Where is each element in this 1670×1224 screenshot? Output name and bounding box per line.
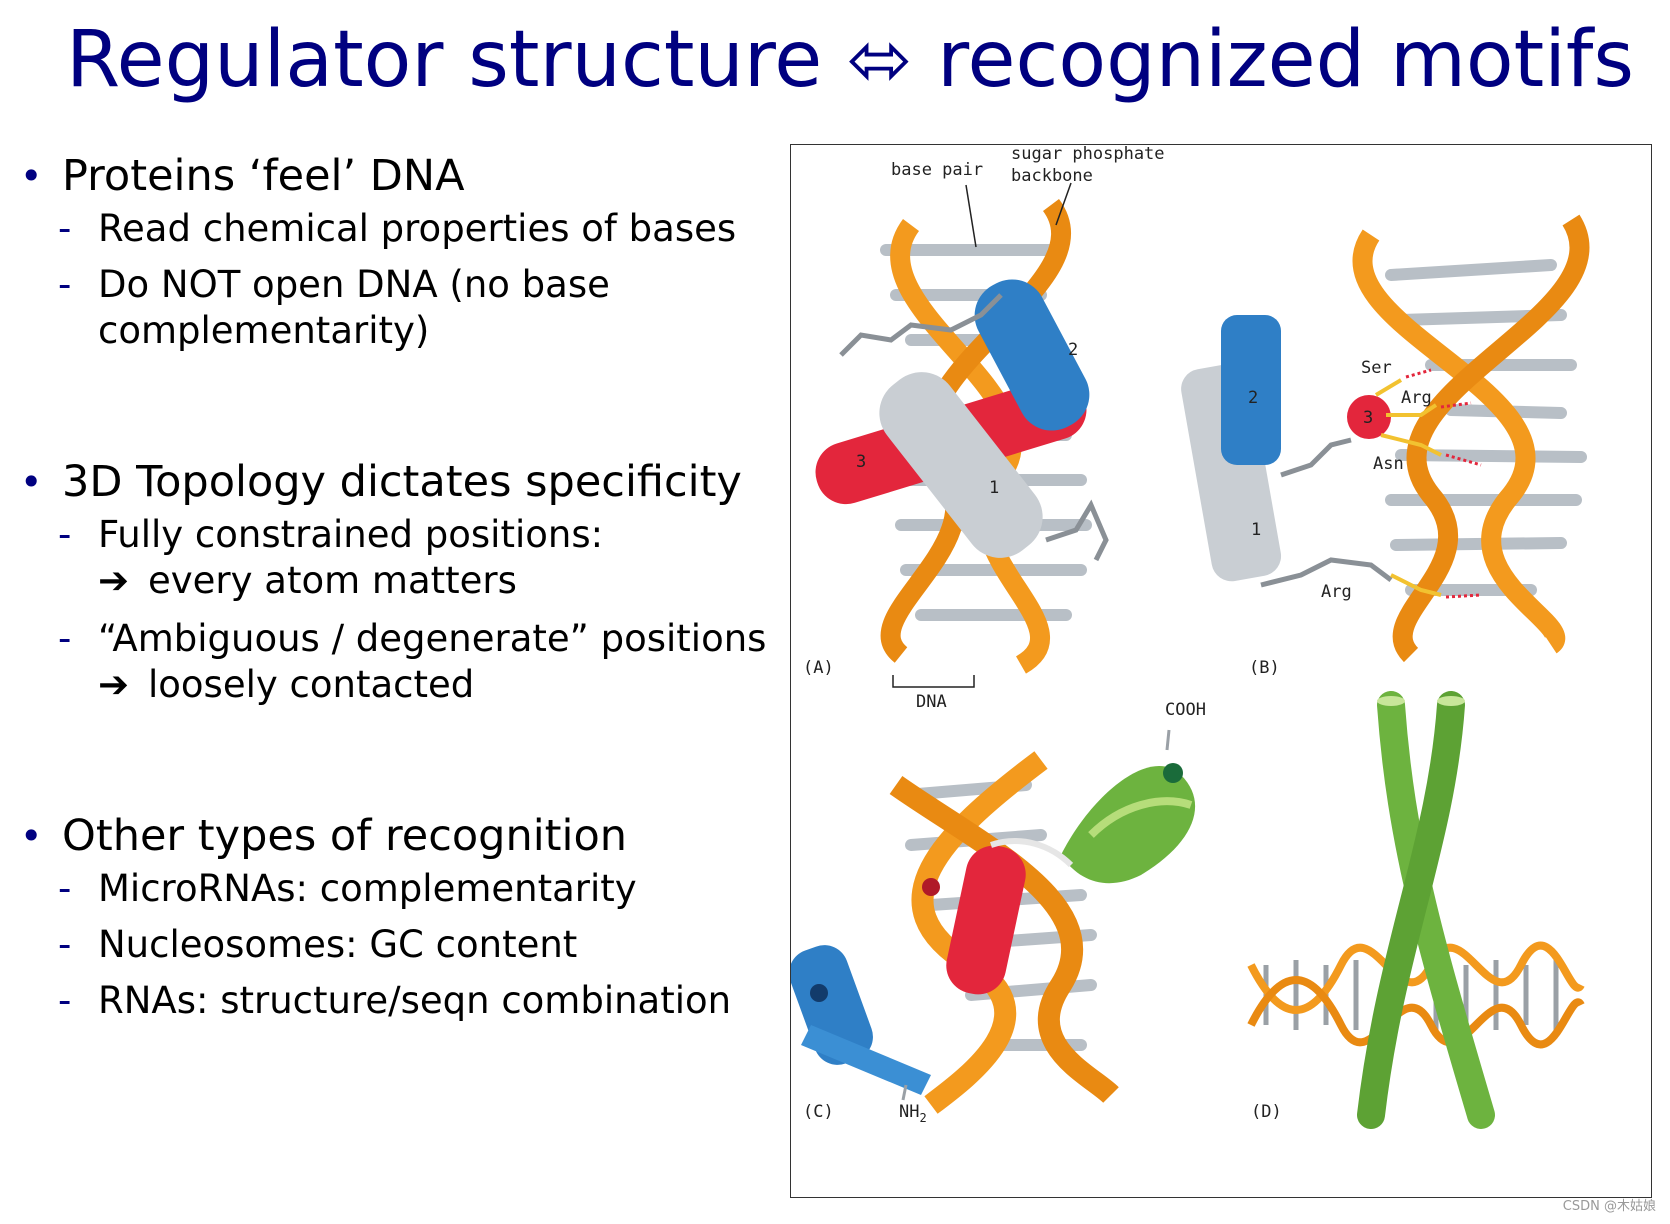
- dash-icon: -: [58, 207, 72, 250]
- svg-text:3: 3: [1363, 408, 1373, 428]
- label-base-pair: base pair: [891, 160, 983, 180]
- svg-text:2: 2: [1068, 340, 1078, 360]
- bullet-dot-icon: •: [20, 814, 43, 858]
- label-asn: Asn: [1373, 454, 1404, 474]
- bullet-dot-icon: •: [20, 154, 43, 198]
- svg-text:1: 1: [1251, 520, 1261, 540]
- label-panel-a: (A): [803, 658, 834, 678]
- panel-b-helix-2: 2: [1221, 315, 1281, 465]
- label-backbone: backbone: [1011, 166, 1093, 186]
- dash-icon: -: [58, 923, 72, 966]
- dash-icon: -: [58, 979, 72, 1022]
- dash-icon: -: [58, 867, 72, 910]
- panel-b-dna-helix: [1352, 214, 1590, 663]
- label-panel-b: (B): [1249, 658, 1280, 678]
- panel-c-sphere-green: [1163, 763, 1183, 783]
- label-panel-c: (C): [803, 1102, 834, 1122]
- bullet-dot-icon: •: [20, 460, 43, 504]
- label-panel-d: (D): [1251, 1102, 1282, 1122]
- figure-illustration: 3 2 1 base pair sugar phosphate backbone…: [791, 145, 1590, 1129]
- panel-c-sphere-blue: [810, 984, 828, 1002]
- label-arg-top: Arg: [1401, 388, 1432, 408]
- right-arrow-icon: ➔: [98, 663, 130, 706]
- label-ser: Ser: [1361, 358, 1392, 378]
- label-arg-bottom: Arg: [1321, 582, 1352, 602]
- label-dna: DNA: [916, 692, 947, 712]
- svg-text:3: 3: [856, 452, 866, 472]
- panel-c-red-helix: [946, 845, 1026, 995]
- panel-b-helix-3: [1347, 395, 1391, 439]
- panel-d-coiled-coil: [1357, 691, 1495, 1129]
- dash-icon: -: [58, 513, 72, 556]
- panel-c-green-domain: [1061, 766, 1196, 884]
- svg-text:1: 1: [989, 478, 999, 498]
- dash-icon: -: [58, 617, 72, 660]
- panel-a-helix-1: 1: [879, 372, 1043, 558]
- label-cooh: COOH: [1165, 700, 1206, 720]
- panel-d-dna: [1247, 941, 1585, 1049]
- panel-c-blue-domain: [791, 945, 931, 1095]
- slide-title: Regulator structure ⬄ recognized motifs: [65, 15, 1635, 105]
- protein-dna-figure: 3 2 1 base pair sugar phosphate backbone…: [790, 144, 1652, 1198]
- svg-text:2: 2: [1248, 388, 1258, 408]
- dash-icon: -: [58, 263, 72, 306]
- label-sugar-phosphate: sugar phosphate: [1011, 145, 1165, 164]
- right-arrow-icon: ➔: [98, 559, 130, 602]
- label-nh2: NH2: [899, 1102, 927, 1125]
- panel-c-dna-helix: [889, 751, 1119, 1114]
- panel-a-helix-2: 2: [974, 279, 1090, 431]
- watermark: CSDN @木姑娘: [1562, 1199, 1656, 1214]
- panel-c-sphere-red: [922, 878, 940, 896]
